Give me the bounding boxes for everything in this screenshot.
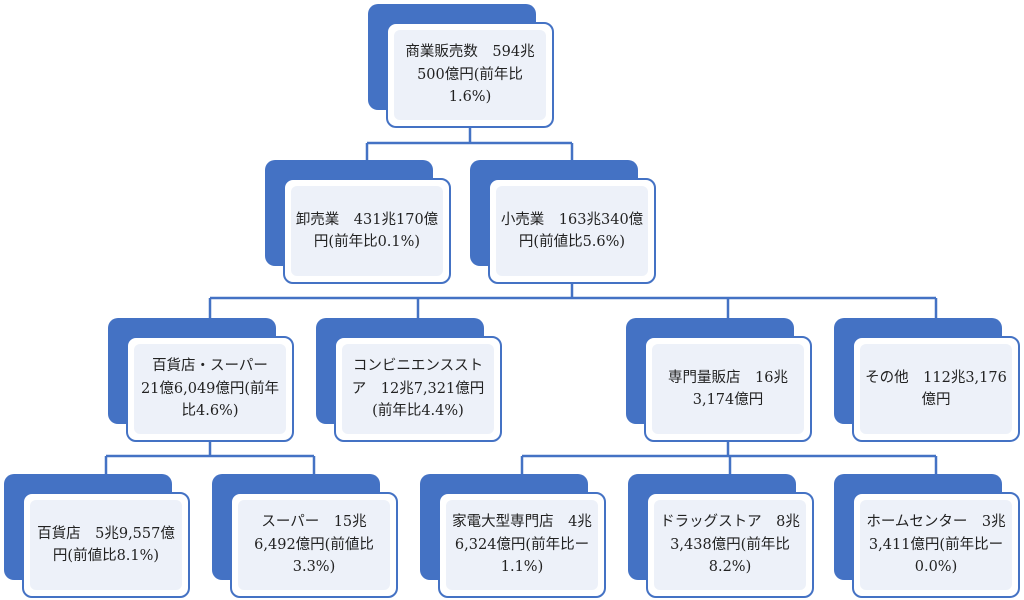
node-label: ホームセンター 3兆3,411億円(前年比ー0.0%): [866, 514, 1006, 576]
node-card: 商業販売数 594兆500億円(前年比1.6%): [386, 22, 554, 128]
node-card: コンビニエンスストア 12兆7,321億円(前年比4.4%): [334, 336, 502, 442]
node-label: 家電大型専門店 4兆6,324億円(前年比ー1.1%): [452, 514, 592, 576]
node-card: 専門量販店 16兆3,174億円: [644, 336, 812, 442]
node-card: 卸売業 431兆170億円(前年比0.1%): [283, 178, 451, 284]
node-convenience-store: コンビニエンスストア 12兆7,321億円(前年比4.4%): [316, 318, 502, 442]
node-electronics-store: 家電大型専門店 4兆6,324億円(前年比ー1.1%): [420, 474, 606, 598]
node-label: コンビニエンスストア 12兆7,321億円(前年比4.4%): [351, 358, 485, 420]
node-label: 専門量販店 16兆3,174億円: [668, 369, 788, 408]
node-supermarket: スーパー 15兆6,492億円(前値比3.3%): [212, 474, 398, 598]
node-card: その他 112兆3,176億円: [852, 336, 1020, 442]
node-label: 小売業 163兆340億円(前値比5.6%): [500, 211, 644, 250]
node-specialty-mass-retailer: 専門量販店 16兆3,174億円: [626, 318, 812, 442]
node-card: ドラッグストア 8兆3,438億円(前年比8.2%): [646, 492, 814, 598]
node-card: スーパー 15兆6,492億円(前値比3.3%): [230, 492, 398, 598]
node-home-center: ホームセンター 3兆3,411億円(前年比ー0.0%): [834, 474, 1020, 598]
node-commercial-sales-total: 商業販売数 594兆500億円(前年比1.6%): [368, 4, 554, 128]
node-wholesale: 卸売業 431兆170億円(前年比0.1%): [265, 160, 451, 284]
node-card: 家電大型専門店 4兆6,324億円(前年比ー1.1%): [438, 492, 606, 598]
node-department-store: 百貨店 5兆9,557億円(前値比8.1%): [4, 474, 190, 598]
node-card: ホームセンター 3兆3,411億円(前年比ー0.0%): [852, 492, 1020, 598]
node-card: 百貨店 5兆9,557億円(前値比8.1%): [22, 492, 190, 598]
node-label: 商業販売数 594兆500億円(前年比1.6%): [405, 44, 535, 106]
node-label: スーパー 15兆6,492億円(前値比3.3%): [254, 514, 374, 576]
node-card: 百貨店・スーパー 21億6,049億円(前年比4.6%): [126, 336, 294, 442]
node-label: ドラッグストア 8兆3,438億円(前年比8.2%): [660, 514, 800, 576]
node-label: その他 112兆3,176億円: [865, 369, 1007, 408]
node-retail: 小売業 163兆340億円(前値比5.6%): [470, 160, 656, 284]
node-card: 小売業 163兆340億円(前値比5.6%): [488, 178, 656, 284]
node-label: 百貨店・スーパー 21億6,049億円(前年比4.6%): [140, 358, 283, 420]
node-label: 百貨店 5兆9,557億円(前値比8.1%): [37, 525, 175, 564]
node-department-store-supermarket: 百貨店・スーパー 21億6,049億円(前年比4.6%): [108, 318, 294, 442]
node-other: その他 112兆3,176億円: [834, 318, 1020, 442]
node-label: 卸売業 431兆170億円(前年比0.1%): [295, 211, 439, 250]
node-drugstore: ドラッグストア 8兆3,438億円(前年比8.2%): [628, 474, 814, 598]
